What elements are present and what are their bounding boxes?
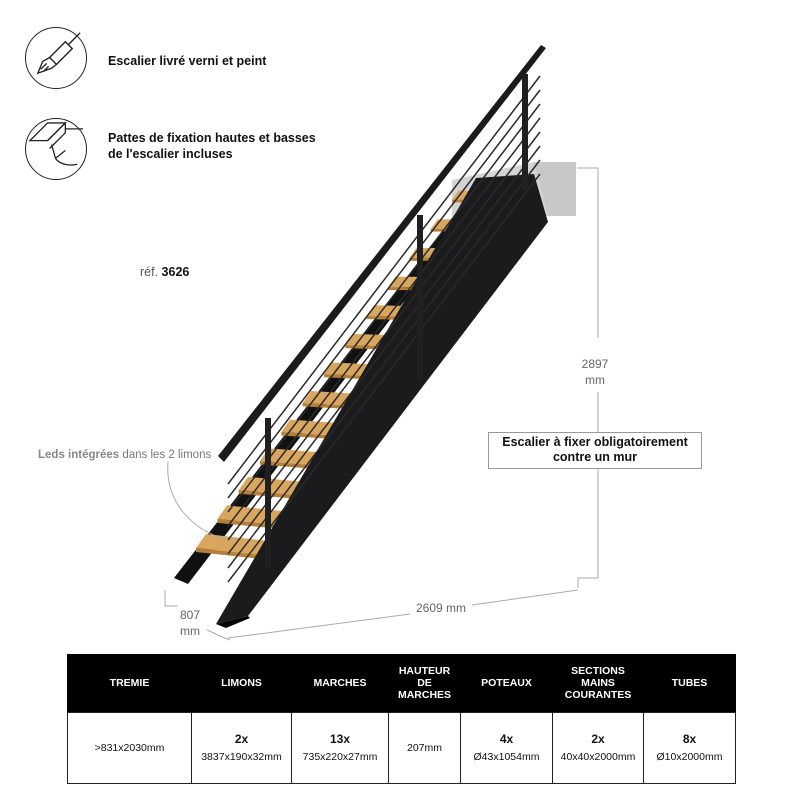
cell-marches: 13x 735x220x27mm — [291, 712, 389, 784]
reference-number: 3626 — [161, 265, 190, 279]
stair-tread-edge — [196, 548, 272, 560]
header-sections-line1: SECTIONS — [571, 665, 625, 677]
height-value: 2897 — [581, 357, 609, 371]
mounting-bracket-icon-circle — [25, 118, 87, 180]
wall-mount-notice: Escalier à fixer obligatoirement contre … — [488, 432, 702, 469]
reference-prefix: réf. — [140, 265, 159, 279]
cable — [227, 173, 541, 583]
cell-limons: 2x 3837x190x32mm — [191, 712, 292, 784]
right-stringer — [216, 174, 548, 624]
feature-varnished-label: Escalier livré verni et peint — [108, 54, 267, 68]
post-lower-left — [265, 418, 271, 568]
cell-sections: 2x 40x40x2000mm — [552, 712, 644, 784]
table-header-row: TREMIE LIMONS MARCHES HAUTEUR DE MARCHES… — [67, 654, 736, 713]
right-stringer-foot — [216, 616, 250, 628]
height-dimension-label: 2897 mm — [575, 356, 615, 388]
header-sections: SECTIONS MAINS COURANTES — [552, 654, 644, 713]
header-poteaux-line1: POTEAUX — [481, 677, 532, 689]
length-dimension-line-left — [227, 613, 411, 639]
header-sections-line2: MAINS — [581, 677, 615, 689]
leds-rest: dans les 2 limons — [122, 449, 212, 461]
header-hauteur-line2: DE MARCHES — [397, 677, 452, 701]
length-dimension-label: 2609 mm — [410, 600, 472, 616]
leds-bold: Leds intégrées — [38, 449, 120, 461]
feature-brackets-line2: de l'escalier incluses — [108, 147, 233, 161]
stair-tread — [196, 534, 278, 556]
length-value: 2609 mm — [415, 601, 467, 615]
width-value: 807 — [179, 608, 201, 622]
cell-tremie: >831x2030mm — [67, 712, 192, 784]
cable — [227, 89, 541, 499]
cable — [227, 103, 541, 513]
width-unit: mm — [180, 624, 200, 638]
height-dimension-line-top — [577, 167, 599, 338]
table-row: >831x2030mm 2x 3837x190x32mm 13x 735x220x2… — [67, 712, 736, 784]
leds-pointer-line — [167, 461, 229, 541]
header-poteaux: POTEAUX — [460, 654, 553, 713]
header-tubes-line1: TUBES — [671, 677, 708, 689]
notice-line2: contre un mur — [552, 450, 638, 464]
cell-tubes-size: Ø10x2000mm — [656, 751, 723, 763]
cable — [227, 75, 541, 485]
header-sections-line3: COURANTES — [564, 689, 632, 701]
header-tremie-line1: TREMIE — [109, 677, 150, 689]
post-top — [522, 74, 528, 190]
cable — [227, 131, 541, 541]
cell-sections-size: 40x40x2000mm — [560, 751, 636, 763]
header-hauteur: HAUTEUR DE MARCHES — [388, 654, 461, 713]
width-dimension-line-bottom — [206, 629, 231, 641]
width-dimension-label: 807 mm — [170, 607, 210, 639]
height-dimension-line-bottom — [577, 392, 599, 588]
cell-hauteur-size: 207mm — [406, 742, 442, 754]
length-dimension-line-right — [471, 589, 579, 606]
paintbrush-icon-circle — [25, 27, 87, 89]
handrail — [218, 45, 546, 462]
header-tubes: TUBES — [643, 654, 736, 713]
cable — [227, 145, 541, 555]
header-limons-line1: LIMONS — [221, 677, 262, 689]
paintbrush-icon — [36, 32, 81, 75]
notice-line1: Escalier à fixer obligatoirement — [502, 435, 688, 449]
feature-brackets-line1: Pattes de fixation hautes et basses — [108, 131, 316, 145]
specifications-table: TREMIE LIMONS MARCHES HAUTEUR DE MARCHES… — [67, 654, 736, 784]
cell-marches-count: 13x — [329, 732, 351, 746]
post-middle — [417, 215, 423, 380]
cell-limons-size: 3837x190x32mm — [201, 751, 282, 763]
width-dimension-line-top — [164, 590, 178, 607]
header-tremie: TREMIE — [67, 654, 192, 713]
cable — [227, 117, 541, 527]
product-reference: réf. 3626 — [140, 265, 189, 279]
cell-tubes-count: 8x — [682, 732, 697, 746]
header-marches-line1: MARCHES — [313, 677, 367, 689]
header-marches: MARCHES — [291, 654, 389, 713]
leds-caption: Leds intégrées dans les 2 limons — [38, 449, 211, 461]
feature-brackets-text: Pattes de fixation hautes et basses de l… — [108, 130, 316, 162]
cell-sections-count: 2x — [591, 732, 605, 746]
cell-limons-count: 2x — [234, 732, 249, 746]
cell-tremie-size: >831x2030mm — [94, 742, 165, 754]
height-unit: mm — [585, 373, 605, 387]
wall-face — [534, 162, 576, 216]
header-limons: LIMONS — [191, 654, 292, 713]
staircase-illustration — [164, 45, 599, 641]
cell-poteaux-count: 4x — [499, 732, 514, 746]
cell-poteaux-size: Ø43x1054mm — [473, 751, 540, 763]
cell-hauteur: 207mm — [388, 712, 461, 784]
cell-marches-size: 735x220x27mm — [302, 751, 378, 763]
header-hauteur-line1: HAUTEUR — [398, 665, 451, 677]
feature-varnished-text: Escalier livré verni et peint — [108, 53, 266, 69]
mounting-bracket-icon — [28, 121, 84, 166]
cable-group — [227, 75, 541, 583]
cable — [227, 159, 541, 569]
